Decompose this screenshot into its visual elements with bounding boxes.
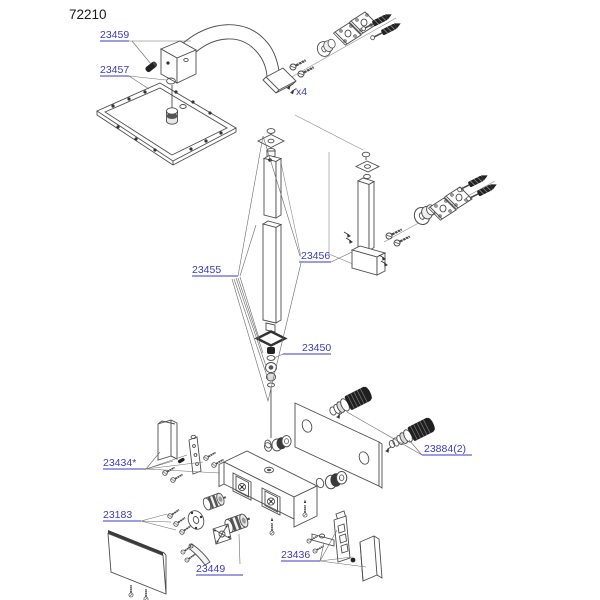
wall-escutcheon — [262, 67, 297, 94]
handle-trim-right — [315, 470, 348, 490]
shower-arm — [145, 24, 280, 108]
valve-port-right — [261, 487, 281, 516]
air-plug — [145, 61, 158, 73]
flange-screw — [177, 522, 194, 537]
part-label-23457: 23457 — [100, 64, 129, 76]
bracket-screw — [201, 449, 218, 463]
part-label-23459: 23459 — [100, 29, 129, 41]
upper-tube — [262, 155, 283, 219]
column-gasket — [254, 330, 288, 347]
part-label-23456: 23456 — [301, 250, 330, 262]
wall-supply-column — [343, 151, 388, 276]
o-ring — [315, 477, 325, 489]
valve-cartridge — [200, 490, 229, 512]
reference-plane-outline — [279, 114, 368, 271]
handle-screw — [183, 551, 198, 564]
mount-gland-flange — [314, 37, 339, 59]
flange-screw — [171, 514, 188, 529]
arm-o-ring — [166, 77, 176, 85]
diagram-title: 72210 — [69, 7, 107, 22]
panel-screw — [143, 588, 149, 600]
body-set-screws — [269, 499, 308, 536]
mount-screw — [287, 56, 309, 73]
annotation-x4: x4 — [296, 86, 307, 98]
end-block — [359, 535, 383, 582]
part-label-23449: 23449 — [196, 563, 225, 575]
escutcheon-flange-cluster — [165, 506, 205, 537]
shower-head-plate — [96, 82, 237, 166]
valve-cover-plate — [294, 402, 383, 489]
slide-bracket-cluster — [305, 510, 383, 582]
part-label-23450: 23450 — [302, 342, 331, 354]
explode-axis — [287, 17, 397, 80]
panel-screw — [128, 584, 134, 598]
mount-direction-arrows — [286, 83, 297, 95]
diverter-knob-lower — [385, 415, 438, 453]
part-label-23183: 23183 — [103, 509, 132, 521]
valve-port-left — [232, 472, 252, 501]
shelf-panel — [107, 530, 167, 600]
part-label-23434: 23434* — [103, 457, 136, 469]
handle-base-flange — [212, 523, 232, 545]
part-label-23884: 23884(2) — [424, 443, 466, 455]
bracket-screw — [160, 464, 177, 478]
flange-screw — [165, 506, 182, 521]
mount-screw — [383, 225, 405, 242]
o-ring — [388, 440, 396, 448]
head-inlet-connector — [166, 104, 187, 125]
part-label-23455: 23455 — [192, 264, 221, 276]
mount-bracket-cluster — [157, 419, 226, 485]
column-mount-block — [350, 245, 387, 276]
column-wall-bracket-assembly — [383, 171, 499, 249]
lower-tube — [261, 220, 283, 333]
part-label-23436: 23436 — [281, 549, 310, 561]
handle-trim-left — [264, 435, 292, 452]
bracket-arm — [311, 533, 335, 547]
cartridge-handle-cluster — [179, 490, 254, 566]
o-ring — [264, 439, 272, 449]
diverter-knob-upper — [329, 384, 375, 419]
shower-column — [254, 128, 288, 438]
column-fittings — [265, 347, 277, 388]
valve-body — [218, 439, 319, 536]
mount-direction-arrows — [343, 231, 388, 267]
arm-wall-mount-assembly — [262, 10, 403, 95]
lever-handle — [187, 543, 211, 566]
nozzle-dots — [111, 90, 223, 152]
fixing-bracket — [188, 434, 202, 475]
spacer-slab — [157, 419, 178, 461]
bracket-screw — [168, 471, 185, 485]
arm-elbow-block — [159, 40, 198, 84]
leader-lines — [128, 40, 423, 568]
mount-screw — [295, 63, 317, 80]
part-labels: 23459 23457 x4 23455 23456 23450 23884(2… — [100, 29, 472, 576]
